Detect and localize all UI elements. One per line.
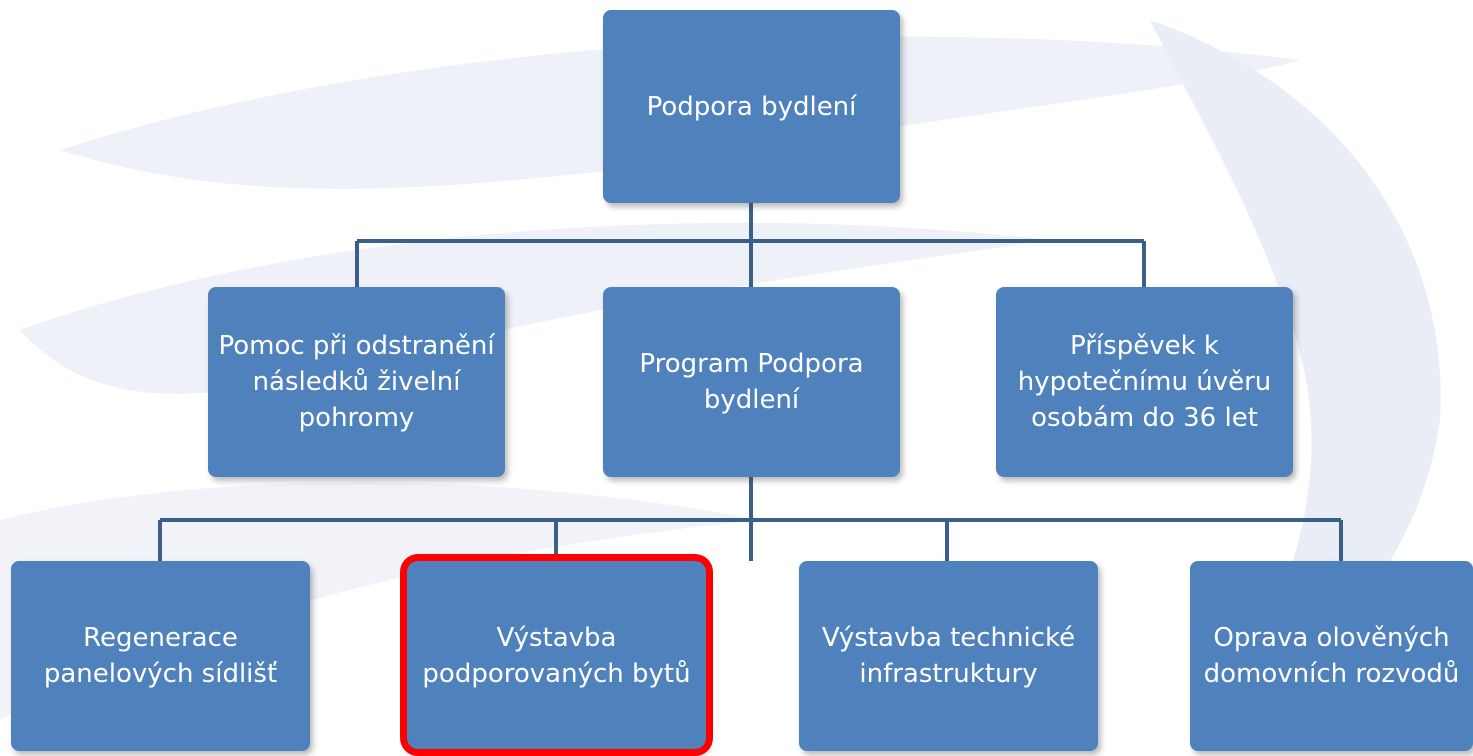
node-label: Výstavba podporovaných bytů bbox=[422, 623, 691, 689]
node-label: Pomoc při odstranění následků živelní po… bbox=[218, 331, 495, 433]
node-vystavba-podporovanych-bytu[interactable]: Výstavba podporovaných bytů bbox=[407, 561, 706, 751]
node-oprava-olovenych-rozvodu[interactable]: Oprava olověných domovních rozvodů bbox=[1190, 561, 1473, 751]
node-vystavba-technicke-infrastruktury[interactable]: Výstavba technické infrastruktury bbox=[799, 561, 1098, 751]
node-label: Příspěvek k hypotečnímu úvěru osobám do … bbox=[1017, 331, 1272, 433]
node-podpora-bydleni[interactable]: Podpora bydlení bbox=[603, 10, 900, 203]
node-pomoc-pri-odstraneni[interactable]: Pomoc při odstranění následků živelní po… bbox=[208, 287, 505, 477]
node-label: Program Podpora bydlení bbox=[639, 349, 864, 415]
node-label: Regenerace panelových sídlišť bbox=[43, 623, 278, 689]
node-regenerace-panelovych-sidlist[interactable]: Regenerace panelových sídlišť bbox=[11, 561, 310, 751]
node-label: Výstavba technické infrastruktury bbox=[821, 623, 1076, 689]
node-program-podpora-bydleni[interactable]: Program Podpora bydlení bbox=[603, 287, 900, 477]
node-label: Oprava olověných domovních rozvodů bbox=[1203, 623, 1460, 689]
node-prispevek-k-hypotecnimu-uveru[interactable]: Příspěvek k hypotečnímu úvěru osobám do … bbox=[996, 287, 1293, 477]
node-label: Podpora bydlení bbox=[646, 91, 857, 122]
